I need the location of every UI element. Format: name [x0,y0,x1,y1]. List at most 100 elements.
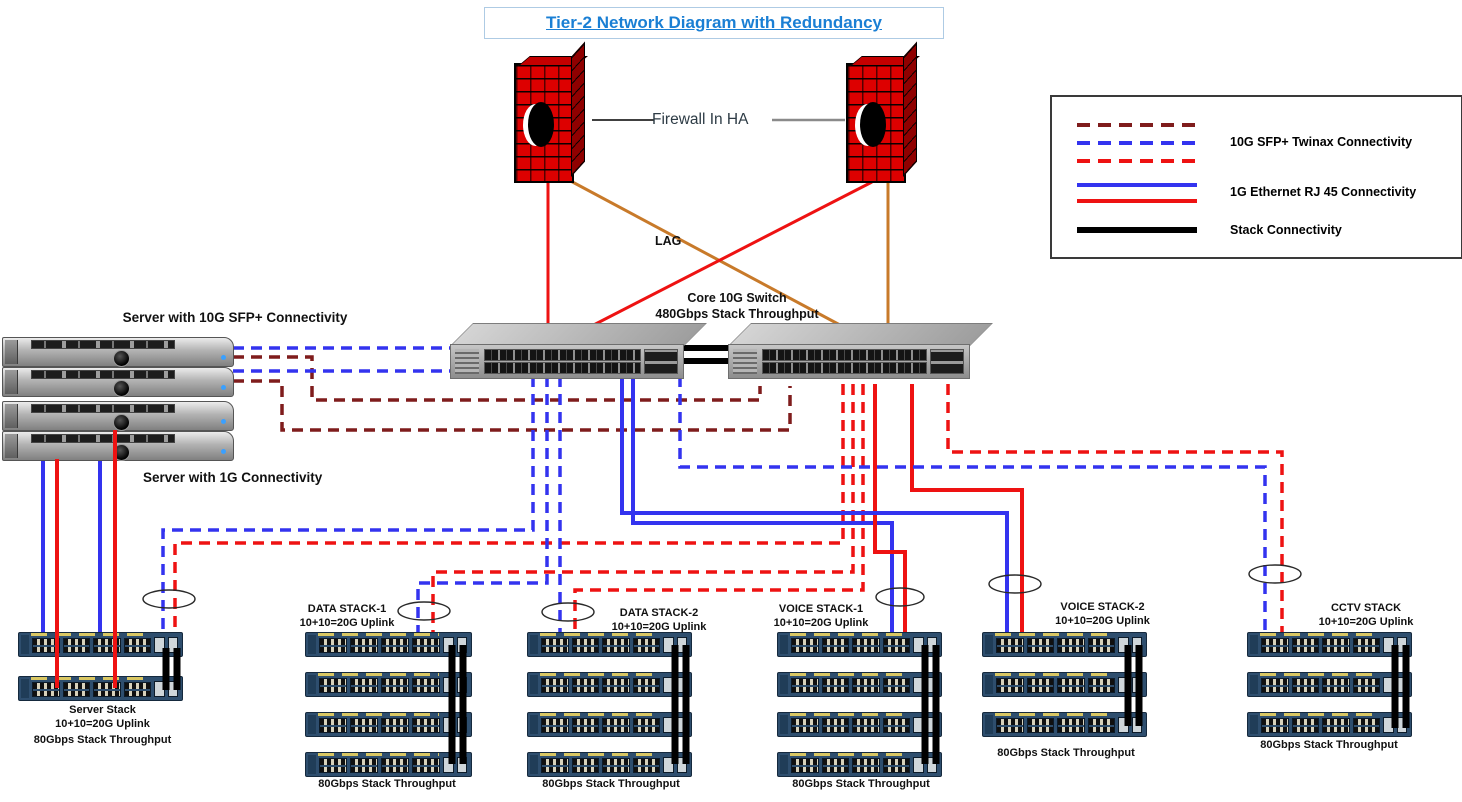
access-switch [982,672,1147,697]
dell-badge-icon [113,414,131,431]
legend-sample-stack [1077,227,1197,233]
port-bank [821,758,849,773]
uplink-port [676,677,687,693]
port-bank [350,678,378,693]
legend-sample-10g-red [1077,159,1197,163]
port-bank [791,718,819,733]
port-bank [996,638,1024,653]
port-bank [1087,638,1115,653]
port-bank [1026,638,1054,653]
lag-ellipse-cctvstack [1248,564,1302,584]
lag-ellipse-datastack2 [541,602,595,622]
uplink-port [676,717,687,733]
switch-cap [21,679,29,698]
port-bank [602,678,630,693]
switch-port-banks [541,638,660,653]
port-bank [1261,638,1289,653]
server-bezel [5,340,18,364]
port-bank [1057,718,1085,733]
uplink-port [1396,637,1407,653]
port-bank [412,678,440,693]
port-bank [93,638,121,653]
port-bank [821,718,849,733]
legend-sample-10g-blue [1077,141,1197,145]
port-bank [602,718,630,733]
server-vents [31,340,175,349]
core-switch-left-panel [455,349,479,374]
port-bank [852,758,880,773]
switch-uplink-ports [443,677,467,693]
port-bank [381,678,409,693]
uplink-port [913,717,924,733]
legend-box: 10G SFP+ Twinax Connectivity 1G Ethernet… [1050,95,1462,259]
uplink-port [913,757,924,773]
port-bank [123,638,151,653]
uplink-port [443,637,454,653]
port-bank [602,758,630,773]
server-bezel [5,370,18,394]
port-bank [791,678,819,693]
lag-ellipse-voicestack1 [875,587,925,607]
switch-cap [308,755,316,774]
switch-uplink-ports [913,677,937,693]
port-bank [571,758,599,773]
core2-datastack2-uplink [573,384,865,634]
access-switch [305,632,472,657]
port-bank [1352,678,1380,693]
switch-port-banks [541,758,660,773]
access-switch [305,672,472,697]
server-1g-2 [2,431,234,461]
uplink-port [1396,717,1407,733]
uplink-port [926,757,937,773]
port-bank [1057,638,1085,653]
port-bank [632,758,660,773]
port-bank [852,678,880,693]
switch-cap [780,635,788,654]
port-bank [571,718,599,733]
switch-uplink-ports [443,717,467,733]
stack-title: Server Stack [69,704,136,716]
legend-label-10g: 10G SFP+ Twinax Connectivity [1230,135,1413,149]
port-bank [412,638,440,653]
uplink-port [154,637,165,653]
port-bank [381,718,409,733]
dell-badge-icon [113,350,131,367]
port-bank [541,718,569,733]
switch-uplink-ports [1118,677,1142,693]
dell-badge-icon [113,380,131,397]
uplink-port [663,757,674,773]
switch-cap [530,755,538,774]
switch-cap [21,635,29,654]
access-switch [777,632,942,657]
sfp-server-label: Server with 10G SFP+ Connectivity [122,310,348,325]
uplink-port [1383,717,1394,733]
lag-ellipse-serverstack [142,589,196,609]
access-switch [1247,672,1412,697]
firewall-side-face [903,41,917,178]
port-bank [381,638,409,653]
legend-label-1g: 1G Ethernet RJ 45 Connectivity [1230,185,1417,199]
access-switch [527,672,692,697]
core-switch-label-line2: 480Gbps Stack Throughput [655,306,819,321]
uplink-port [1383,637,1394,653]
uplink-port [663,637,674,653]
port-bank [882,718,910,733]
switch-cap [1250,635,1258,654]
port-bank [852,638,880,653]
core2-cctvstack-uplink [946,384,1284,634]
switch-cap [780,755,788,774]
switch-port-banks [319,638,440,653]
core-switch-label: Core 10G Switch 480Gbps Stack Throughput [617,291,857,322]
port-bank [632,678,660,693]
server-1g-1 [2,401,234,431]
switch-port-banks [319,678,440,693]
access-switch [527,712,692,737]
core-switch-port-row [762,349,927,361]
switch-uplink-ports [663,757,687,773]
switch-uplink-ports [1118,637,1142,653]
switch-cap [985,715,993,734]
switch-cap [530,675,538,694]
access-switch [18,632,183,657]
port-bank [1352,638,1380,653]
